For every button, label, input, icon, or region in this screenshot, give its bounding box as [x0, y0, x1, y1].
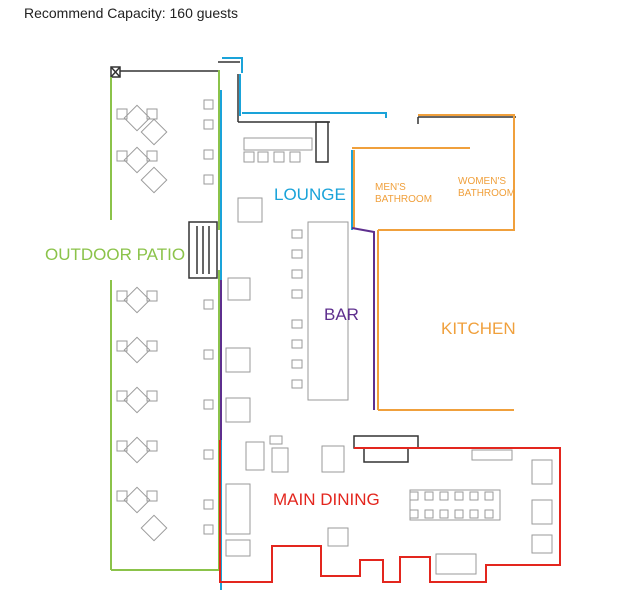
- bar-outline: [220, 227, 375, 440]
- womens-bathroom-label-line2: BATHROOM: [458, 188, 515, 199]
- patio-table: [140, 166, 168, 194]
- patio-table: [140, 118, 168, 146]
- patio-table: [140, 514, 168, 542]
- kitchen-outline: [352, 114, 515, 411]
- patio-table: [116, 146, 158, 174]
- patio-furniture: [116, 99, 214, 542]
- interior-furniture: [225, 137, 553, 575]
- lounge-outline: [222, 57, 387, 230]
- mens-bathroom-label-line1: MEN'S: [375, 182, 406, 193]
- kitchen-label: KITCHEN: [441, 319, 516, 338]
- patio-table: [116, 386, 158, 414]
- lounge-label: LOUNGE: [274, 185, 346, 204]
- dining-outline: [219, 440, 561, 583]
- main-dining-label: MAIN DINING: [273, 490, 380, 509]
- mens-bathroom-label-line2: BATHROOM: [375, 194, 432, 205]
- patio-table: [116, 104, 158, 132]
- outdoor-patio-label: OUTDOOR PATIO: [45, 245, 185, 264]
- patio-table: [116, 286, 158, 314]
- patio-table: [116, 336, 158, 364]
- bar-label: BAR: [324, 305, 359, 324]
- patio-table: [116, 436, 158, 464]
- patio-table: [116, 486, 158, 514]
- womens-bathroom-label-line1: WOMEN'S: [458, 176, 506, 187]
- capacity-caption: Recommend Capacity: 160 guests: [24, 5, 238, 21]
